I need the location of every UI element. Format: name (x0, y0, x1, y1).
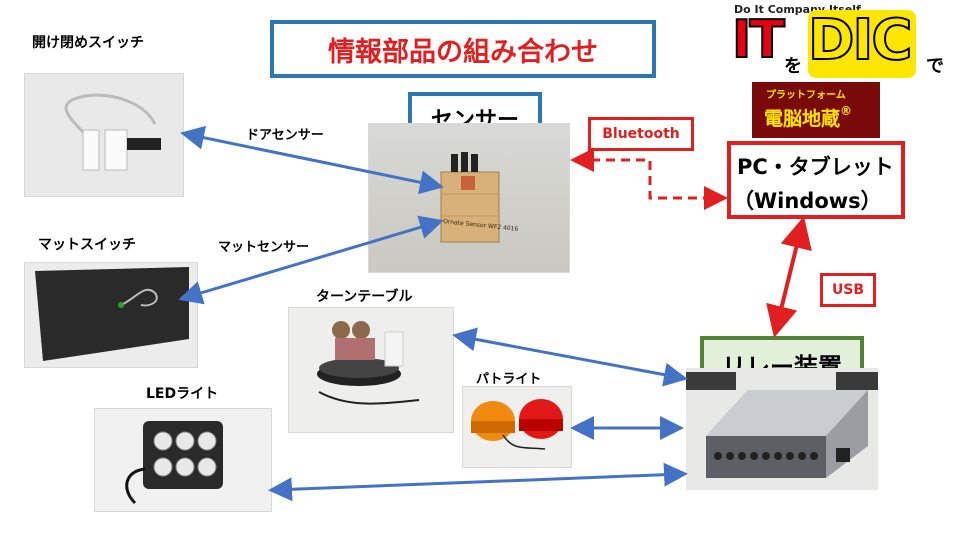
turntable-label: ターンテーブル (316, 289, 413, 305)
brand-de: で (926, 56, 944, 77)
brand-dic: DIC (807, 7, 913, 74)
turntable-illustration (317, 321, 420, 405)
arrow-bluetooth (570, 148, 728, 210)
mat-switch-label: マットスイッチ (38, 237, 136, 253)
led-photo (94, 408, 272, 512)
brand-logo: Do It Company Itself IT を DIC で (728, 2, 954, 82)
switch-photo (24, 73, 184, 197)
switch-label: 開け閉めスイッチ (32, 35, 144, 51)
sensor-box-illustration (440, 152, 500, 243)
mat-illustration (35, 267, 189, 361)
patlight-illustration (471, 399, 563, 450)
usb-label: USB (820, 273, 876, 307)
relay-photo (686, 368, 878, 490)
led-label: LEDライト (146, 386, 219, 402)
turntable-photo (288, 307, 454, 433)
pc-tablet-box: PC・タブレット （Windows） (727, 141, 905, 219)
bluetooth-label: Bluetooth (588, 117, 694, 151)
patlight-label: パトライト (476, 372, 542, 387)
page-title: 情報部品の組み合わせ (270, 20, 656, 78)
product-name-text: 電脳地蔵 (764, 108, 841, 130)
brand-wo: を (784, 56, 802, 77)
door-sensor-label: ドアセンサー (246, 128, 324, 143)
mat-switch-photo (24, 262, 198, 368)
product-platform: プラットフォーム (766, 90, 846, 101)
arrow-usb (766, 216, 812, 338)
led-illustration (125, 421, 223, 505)
switch-illustration (64, 93, 161, 171)
pc-line1: PC・タブレット (737, 155, 894, 179)
relay-device-illustration (686, 372, 878, 478)
mat-sensor-label: マットセンサー (218, 240, 310, 255)
sensor-photo: Ornate Sensor WF2 4016 (368, 123, 570, 273)
brand-it: IT (731, 9, 786, 71)
product-name: 電脳地蔵® (764, 104, 852, 131)
patlight-photo (462, 386, 572, 468)
product-badge: プラットフォーム 電脳地蔵® (752, 82, 880, 138)
arrow-led-relay (268, 462, 688, 502)
brand-dic-bg (808, 10, 916, 78)
pc-line2: （Windows） (733, 189, 882, 213)
product-reg: ® (840, 104, 853, 118)
